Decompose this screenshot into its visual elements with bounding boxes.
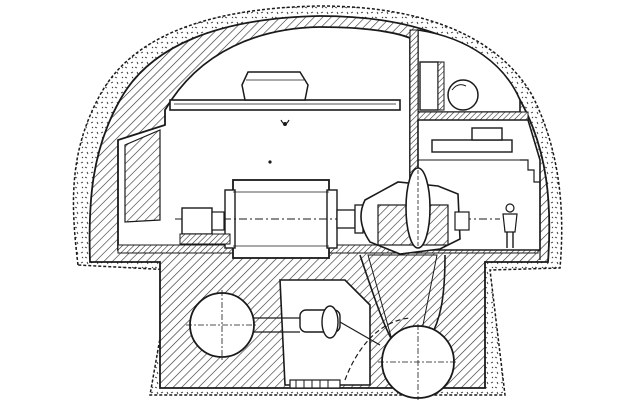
ventilation-fan — [419, 61, 479, 111]
staircase — [520, 159, 541, 260]
exciter — [179, 207, 231, 245]
crane-beam — [169, 71, 401, 111]
valve-actuator — [299, 305, 381, 346]
inlet-valve-sphere-left — [186, 290, 258, 360]
transformer-cabinet — [418, 127, 528, 161]
inlet-valve-sphere-right — [378, 324, 458, 400]
turbine-runner — [405, 167, 470, 249]
crane-hook — [268, 119, 290, 164]
human-figure-scale — [502, 203, 518, 248]
